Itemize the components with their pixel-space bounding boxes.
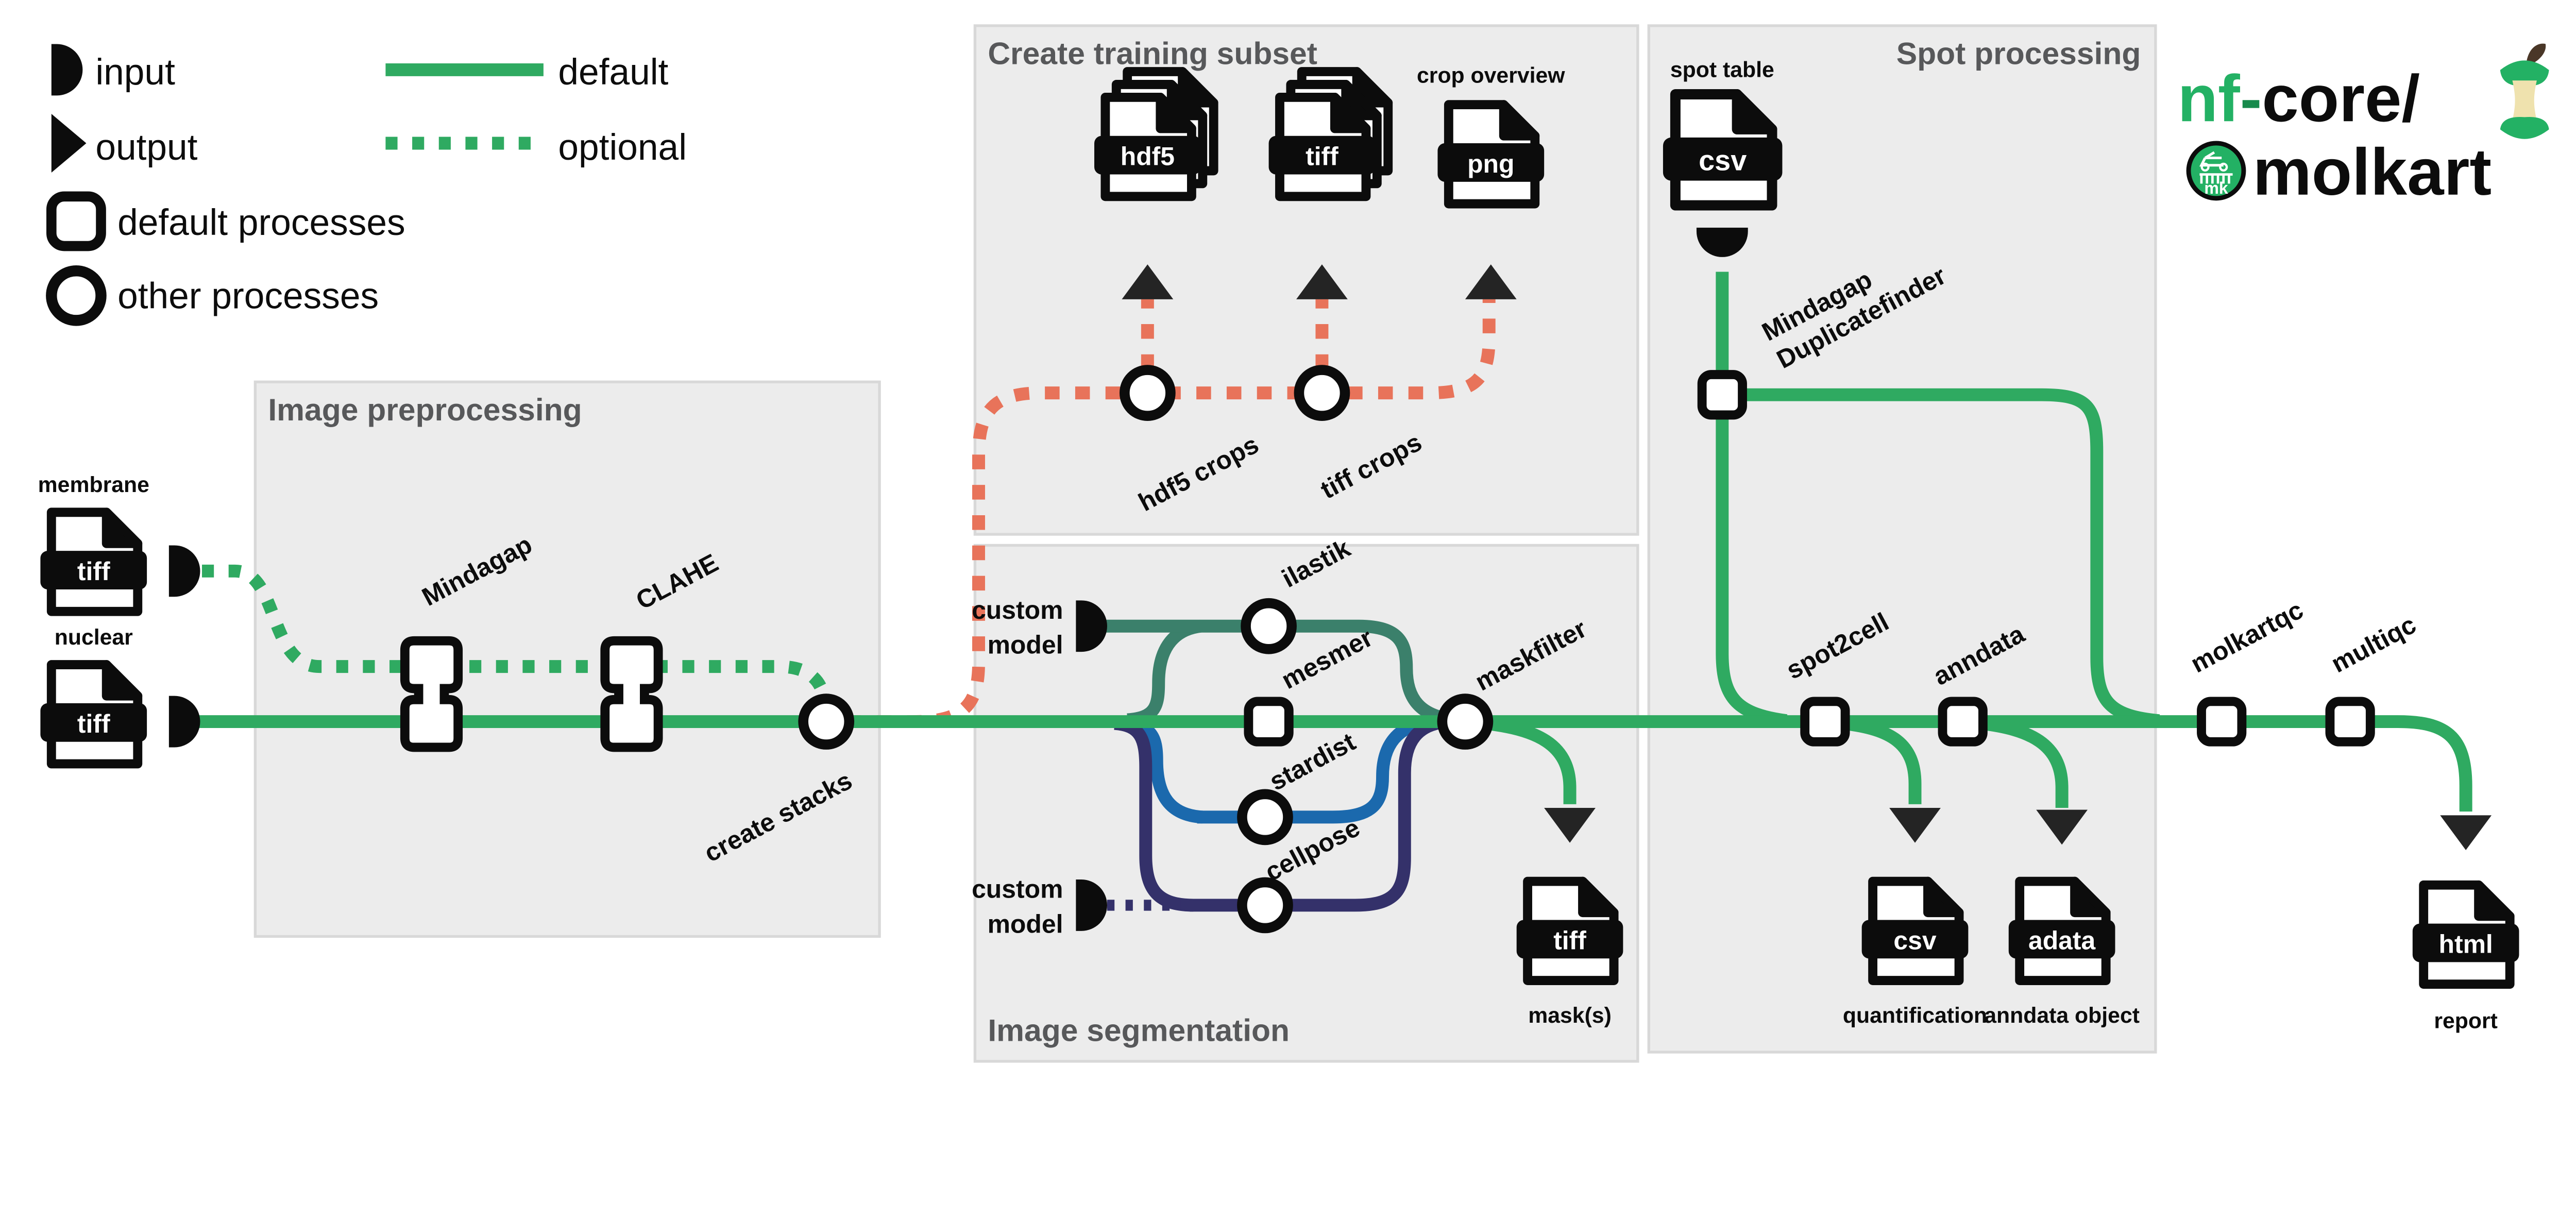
- mk-badge-icon: mk: [2186, 141, 2246, 201]
- legend-default-processes-label: default processes: [117, 202, 405, 243]
- node-mesmer: [1244, 697, 1294, 747]
- legend-input-label: input: [95, 52, 175, 93]
- molkartqc-label: molkartqc: [2186, 595, 2308, 678]
- arrow-anndata-output-icon: [2036, 809, 2088, 845]
- svg-text:tiff: tiff: [1553, 926, 1586, 955]
- box-image-preprocessing: [253, 380, 881, 938]
- node-tiff-crops: [1294, 365, 1350, 421]
- apple-core-icon: [2500, 43, 2549, 139]
- node-duplicatefinder: [1697, 370, 1747, 420]
- node-spot2cell: [1800, 697, 1850, 747]
- legend-output-label: output: [95, 127, 197, 168]
- quantification-csv-file-icon: csv: [1861, 882, 1969, 980]
- edge-multiqc-out: [2370, 715, 2472, 812]
- arrow-hdf5-output-icon: [1122, 264, 1174, 299]
- spot-table-input-icon: [1696, 227, 1748, 257]
- legend-output-icon: [51, 113, 87, 173]
- node-create-stacks: [798, 693, 855, 750]
- anndata-object-label: anndata object: [1984, 1003, 2140, 1028]
- svg-text:mk: mk: [2204, 179, 2228, 197]
- legend-input-icon: [51, 44, 83, 96]
- node-maskfilter: [1437, 693, 1494, 750]
- node-anndata: [1938, 697, 1988, 747]
- title-spot-processing: Spot processing: [1896, 36, 2141, 71]
- nuclear-label: nuclear: [55, 625, 133, 650]
- quantification-label: quantification: [1843, 1003, 1987, 1028]
- edge-cellpose: [1190, 715, 1449, 912]
- svg-text:html: html: [2439, 930, 2493, 959]
- logo-molkart: molkart: [2253, 136, 2492, 209]
- anndata-adata-file-icon: adata: [2008, 882, 2115, 980]
- svg-text:csv: csv: [1699, 144, 1747, 177]
- title-image-segmentation: Image segmentation: [988, 1013, 1290, 1048]
- legend-other-process-icon: [46, 265, 107, 326]
- node-cellpose: [1237, 877, 1293, 934]
- edge-stardist: [1197, 715, 1431, 824]
- arrow-quantification-output-icon: [1889, 808, 1941, 843]
- report-html-file-icon: html: [2412, 885, 2519, 984]
- svg-text:adata: adata: [2028, 926, 2096, 955]
- edge-duplicatefinder-right: [1740, 388, 2160, 728]
- legend-optional-label: optional: [558, 127, 687, 168]
- edge-membrane-optional: [202, 564, 831, 703]
- svg-text:png: png: [1467, 149, 1514, 178]
- arrow-masks-output-icon: [1544, 808, 1596, 843]
- masks-label: mask(s): [1528, 1003, 1612, 1028]
- logo-wordmark: nf-core/: [2178, 62, 2420, 136]
- legend-default-process-icon: [46, 191, 106, 251]
- crop-overview-png-file-icon: png: [1437, 105, 1545, 204]
- nuclear-input-icon: [168, 696, 200, 748]
- legend-other-processes-label: other processes: [117, 276, 379, 317]
- legend-default-label: default: [558, 52, 668, 93]
- nuclear-tiff-file-icon: tiff: [40, 665, 147, 764]
- arrow-tiff-output-icon: [1296, 264, 1348, 299]
- node-multiqc: [2325, 697, 2375, 747]
- edge-ilastik: [1103, 619, 1455, 726]
- spot-table-csv-file-icon: csv: [1663, 94, 1783, 206]
- node-stardist: [1237, 789, 1293, 845]
- nf-core-molkart-logo: nf-core/ mk molkart: [2178, 43, 2549, 209]
- crop-overview-label: crop overview: [1417, 63, 1565, 88]
- membrane-label: membrane: [38, 472, 149, 497]
- pipeline-diagram: Image preprocessing Create training subs…: [38, 24, 2549, 1063]
- hdf5-crops-file-icon: hdf5: [1094, 72, 1214, 196]
- svg-text:tiff: tiff: [77, 557, 110, 586]
- tiff-crops-file-icon: tiff: [1268, 72, 1388, 196]
- edge-training-subset: [846, 299, 1496, 729]
- title-image-preprocessing: Image preprocessing: [268, 392, 582, 427]
- masks-tiff-file-icon: tiff: [1516, 882, 1623, 980]
- custom-model-bottom-label-1: custom: [972, 875, 1063, 904]
- node-molkartqc: [2197, 697, 2247, 747]
- node-hdf5-crops: [1120, 365, 1176, 421]
- node-ilastik: [1241, 598, 1297, 654]
- custom-model-top-label-2: model: [988, 631, 1063, 659]
- edge-stardist-fork: [1123, 717, 1204, 824]
- legend: input default output optional default pr…: [46, 44, 687, 326]
- membrane-tiff-file-icon: tiff: [40, 512, 147, 611]
- report-label: report: [2434, 1009, 2498, 1034]
- membrane-input-icon: [168, 545, 200, 597]
- svg-text:csv: csv: [1893, 926, 1936, 955]
- multiqc-label: multiqc: [2327, 610, 2421, 679]
- custom-model-top-label-1: custom: [972, 596, 1063, 624]
- svg-text:tiff: tiff: [1306, 142, 1338, 171]
- svg-text:hdf5: hdf5: [1121, 142, 1175, 171]
- arrow-png-output-icon: [1465, 264, 1517, 299]
- custom-model-bottom-label-2: model: [988, 909, 1063, 938]
- spot-table-label: spot table: [1670, 58, 1774, 82]
- title-create-training-subset: Create training subset: [988, 36, 1317, 71]
- svg-text:tiff: tiff: [77, 709, 110, 738]
- edge-ilastik-fork: [1127, 619, 1202, 726]
- arrow-report-output-icon: [2440, 815, 2492, 851]
